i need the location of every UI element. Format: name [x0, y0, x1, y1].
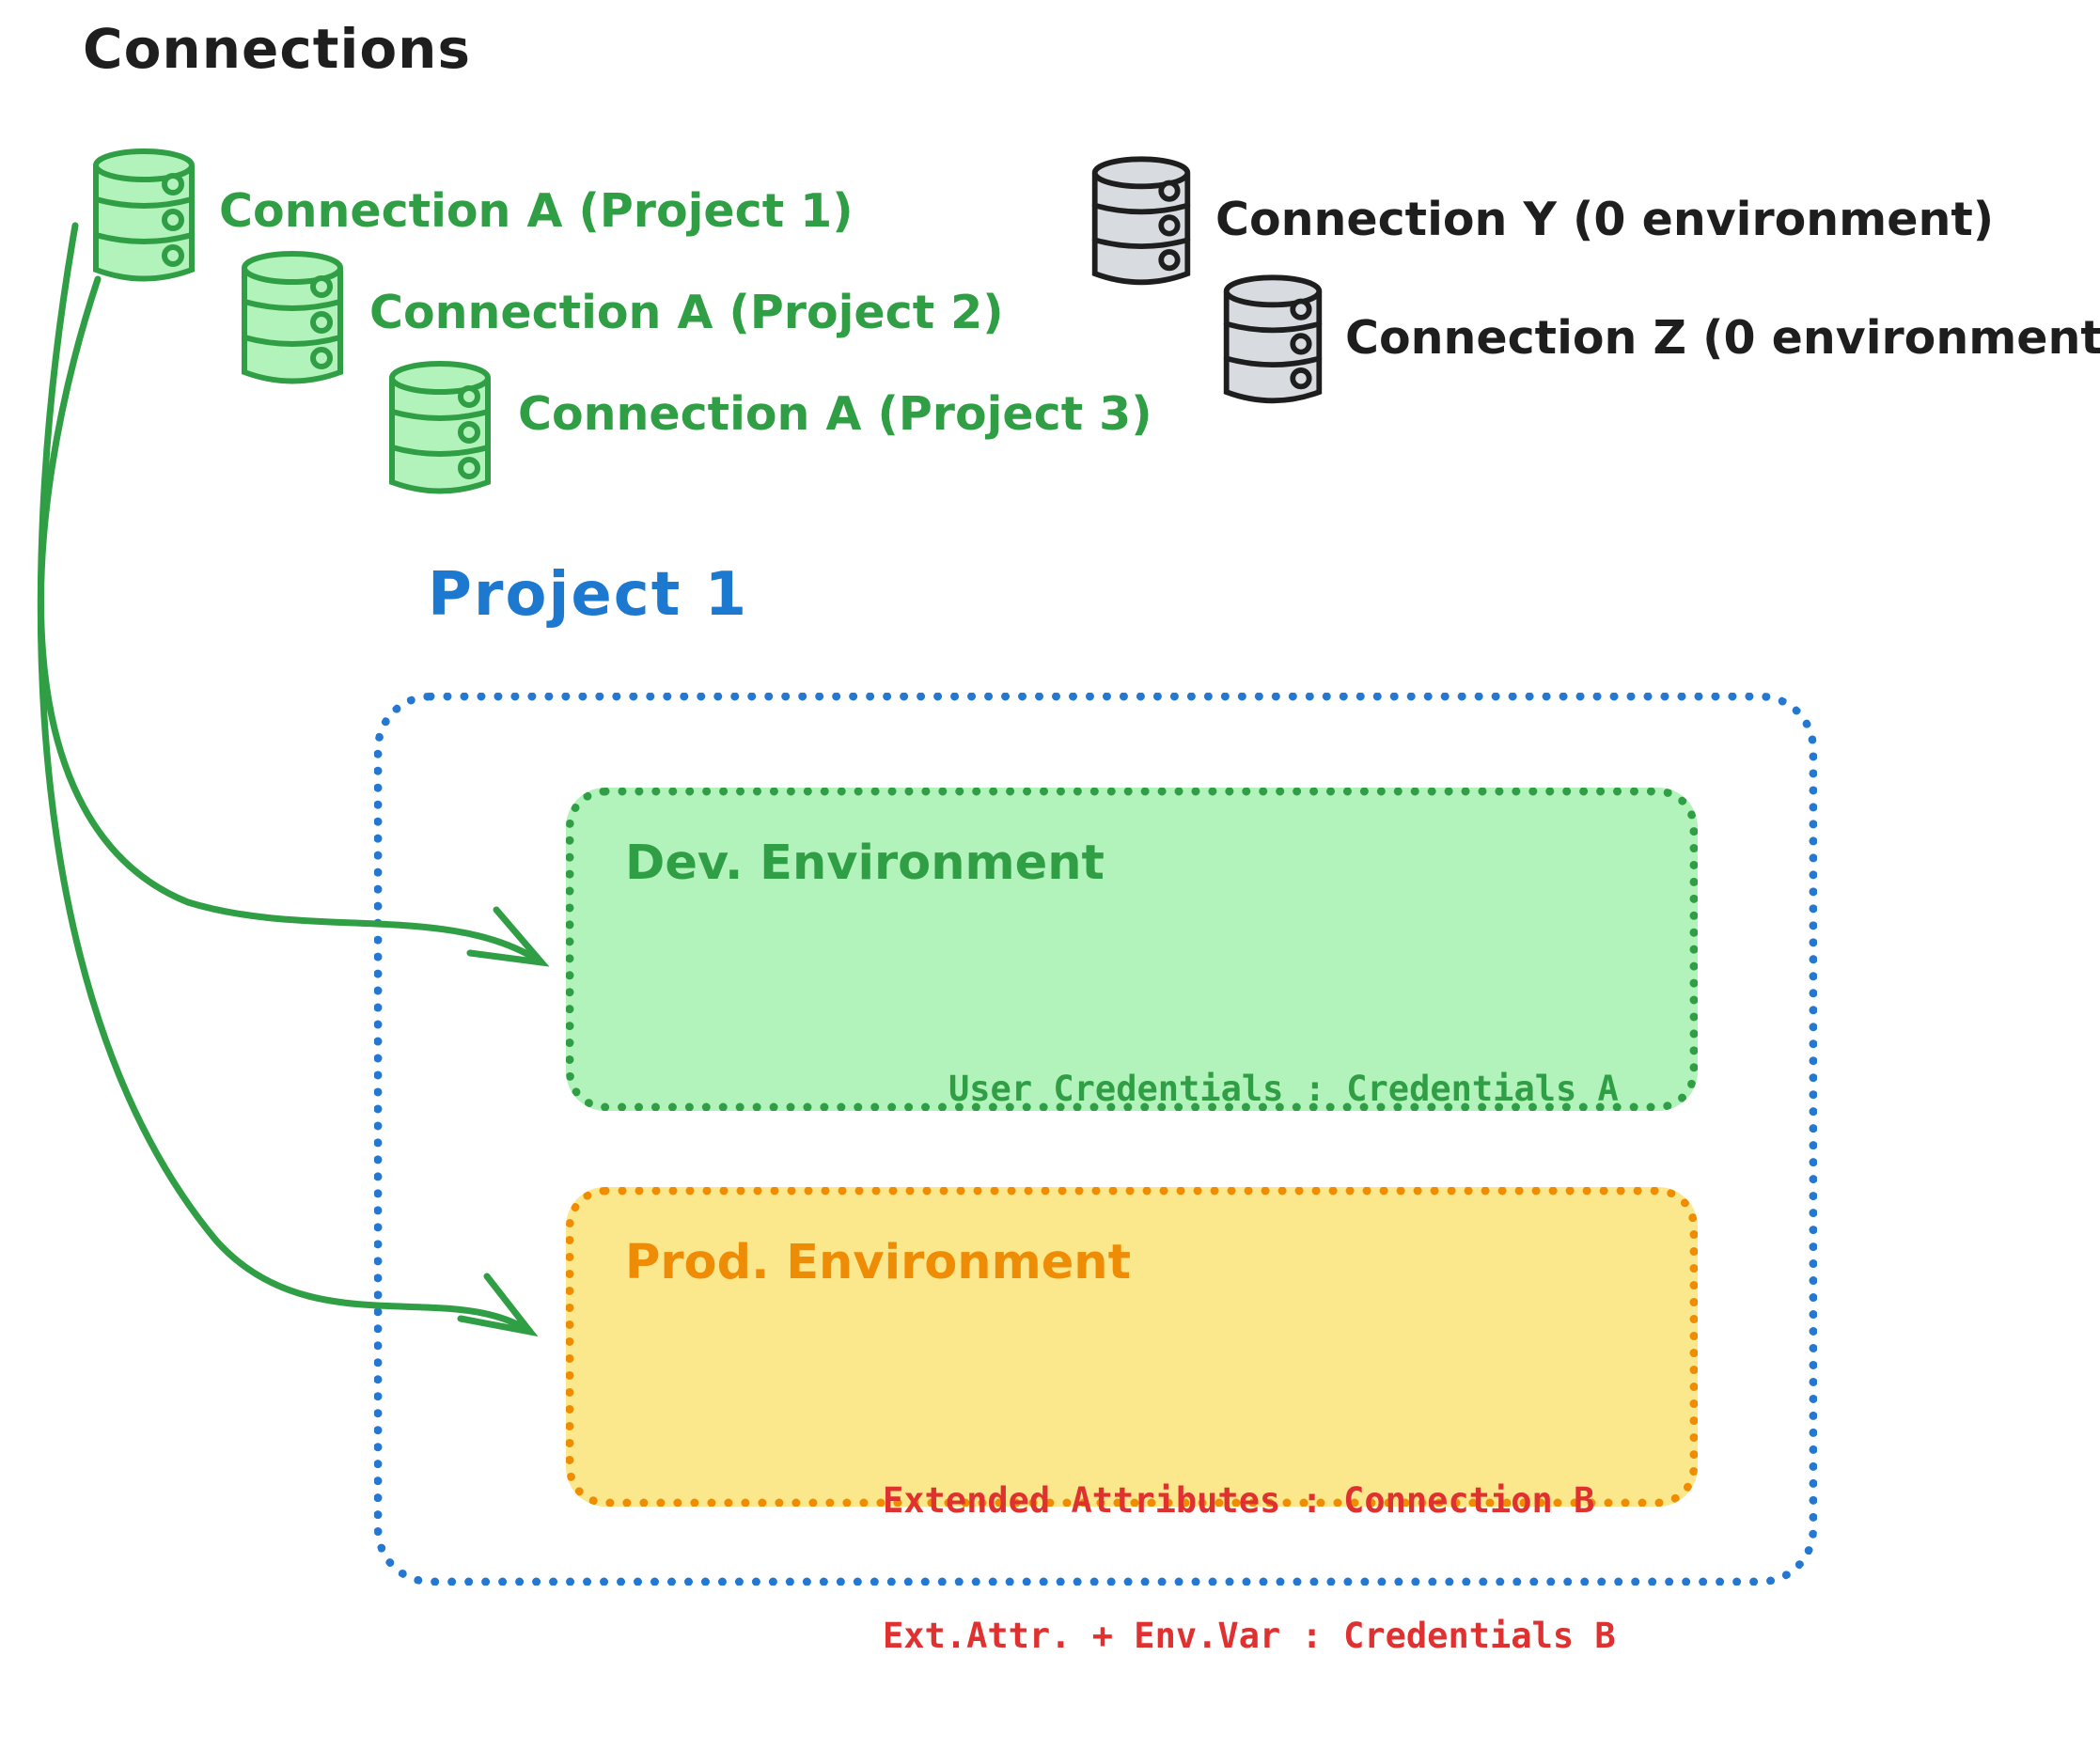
prod-environment-box: Prod. Environment Extended Attributes : … [566, 1187, 1698, 1656]
connection-a-project1-label: Connection A (Project 1) [219, 184, 854, 238]
database-icon [389, 361, 491, 494]
database-icon [242, 251, 343, 384]
database-icon [1223, 274, 1323, 404]
prod-mappings: Extended Attributes : Connection B Ext.A… [883, 1388, 1616, 1750]
dev-credentials-mapping: User Credentials : Credentials A [948, 1069, 1619, 1109]
prod-environment-title: Prod. Environment [625, 1235, 1131, 1290]
connection-z-label: Connection Z (0 environment) [1345, 311, 2100, 365]
database-icon [1091, 156, 1191, 286]
connections-title: Connections [83, 17, 471, 81]
connection-a-project3-label: Connection A (Project 3) [518, 387, 1152, 441]
dev-environment-box: Dev. Environment User Credentials : Cred… [566, 788, 1698, 1111]
project-title: Project 1 [428, 560, 749, 630]
dev-environment-title: Dev. Environment [625, 836, 1105, 891]
connection-y-label: Connection Y (0 environment) [1215, 193, 1995, 246]
database-icon [93, 148, 195, 282]
connection-a-project2-label: Connection A (Project 2) [369, 286, 1004, 339]
prod-mapping-line-1: Extended Attributes : Connection B [883, 1480, 1595, 1522]
prod-mapping-line-2: Ext.Attr. + Env.Var : Credentials B [883, 1616, 1616, 1657]
